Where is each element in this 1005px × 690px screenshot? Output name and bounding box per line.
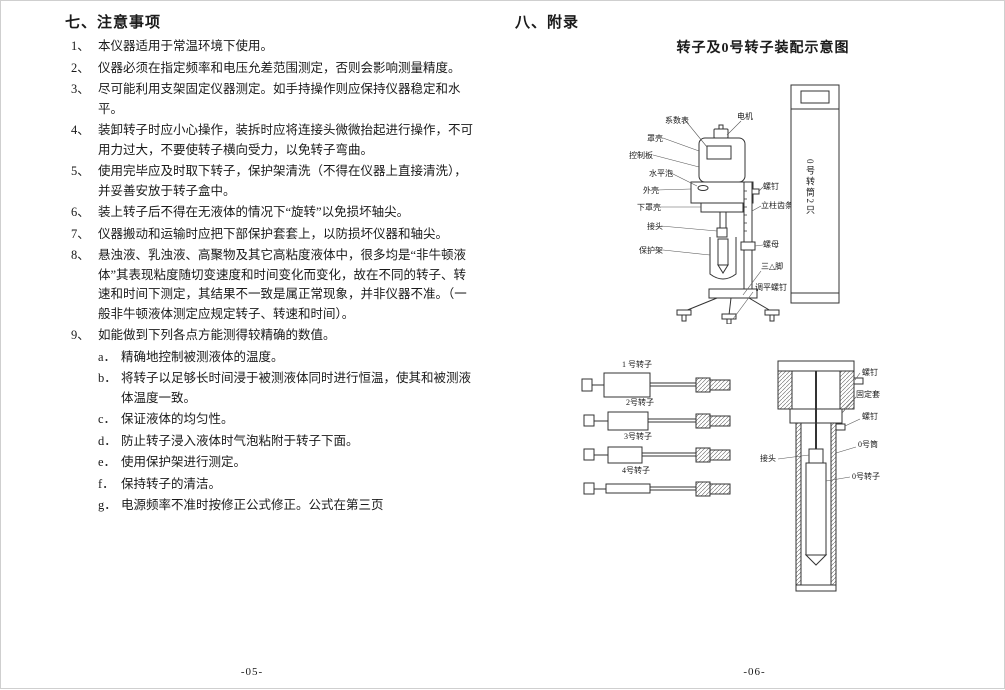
label-leveling-screw: 调平螺钉 bbox=[755, 282, 787, 292]
label-rotor1: 1 号转子 bbox=[622, 359, 652, 369]
item-text: 尽可能利用支架固定仪器测定。如手持操作则应保持仪器稳定和水平。 bbox=[98, 82, 461, 116]
label-rotor3: 3号转子 bbox=[624, 431, 652, 441]
item-text: 悬浊液、乳浊液、高聚物及其它高粘度液体中，很多均是“非牛顿液体”其表现粘度随切变… bbox=[98, 248, 467, 321]
sub-item-text: 将转子以足够长时间浸于被测液体同时进行恒温，使其和被测液体温度一致。 bbox=[121, 371, 472, 405]
item-number: 1、 bbox=[71, 39, 90, 53]
list-item: 7、仪器搬动和运输时应把下部保护套套上，以防损坏仪器和轴尖。 bbox=[71, 225, 477, 245]
sub-item: g． 电源频率不准时按修正公式修正。公式在第三页 bbox=[98, 496, 477, 516]
item-number: 8、 bbox=[71, 248, 90, 262]
page-number-06: -06- bbox=[743, 666, 766, 678]
page-06: 八、附录 转子及0号转子装配示意图 bbox=[503, 1, 1005, 690]
sub-item-letter: g． bbox=[98, 498, 117, 512]
page-number-05: -05- bbox=[240, 666, 264, 678]
leader-lines bbox=[652, 119, 764, 320]
rotor-1 bbox=[581, 372, 731, 398]
sub-item-text: 保持转子的清洁。 bbox=[121, 476, 222, 491]
label-screw-mid: 螺钉 bbox=[862, 411, 878, 421]
sub-item-letter: e． bbox=[98, 455, 117, 469]
item-number: 3、 bbox=[71, 82, 90, 96]
page-05: 七、注意事项 1、本仪器适用于常温环境下使用。 2、仪器必须在指定频率和电压允差… bbox=[1, 1, 503, 690]
list-item: 8、悬浊液、乳浊液、高聚物及其它高粘度液体中，很多均是“非牛顿液体”其表现粘度随… bbox=[71, 246, 477, 324]
rotor-2 bbox=[583, 411, 731, 431]
label-column-rack: 立柱齿条 bbox=[761, 200, 793, 210]
label-motor: 电机 bbox=[737, 111, 753, 121]
diagram-title: 转子及0号转子装配示意图 bbox=[676, 41, 850, 56]
precautions-list: 1、本仪器适用于常温环境下使用。 2、仪器必须在指定频率和电压允差范围测定，否则… bbox=[71, 37, 477, 518]
viscometer-assembly-diagram: 系数表 电机 罩壳 控制板 水平泡 外壳 下罩壳 接头 保护架 螺钉 立柱齿条 … bbox=[629, 84, 840, 324]
sub-item-letter: a． bbox=[98, 349, 117, 364]
item-number: 6、 bbox=[71, 205, 90, 219]
label-outer-shell: 外壳 bbox=[643, 185, 659, 195]
label-dial: 系数表 bbox=[665, 115, 689, 125]
sub-item: b． 将转子以足够长时间浸于被测液体同时进行恒温，使其和被测液体温度一致。 bbox=[98, 369, 477, 408]
label-tube0: 0号筒 bbox=[858, 439, 878, 449]
label-connector: 接头 bbox=[647, 221, 663, 231]
sub-item-letter: b． bbox=[98, 371, 117, 385]
sub-item-text: 电源频率不准时按修正公式修正。公式在第三页 bbox=[121, 498, 384, 512]
item-number: 4、 bbox=[71, 123, 90, 137]
list-item: 3、尽可能利用支架固定仪器测定。如手持操作则应保持仪器稳定和水平。 bbox=[71, 80, 477, 119]
item-text: 使用完毕应及时取下转子，保护架清洗（不得在仪器上直接清洗），并妥善安放于转子盒中… bbox=[98, 164, 467, 198]
section-8-title: 八、附录 bbox=[515, 15, 580, 31]
label-rotor0: 0号转子 bbox=[852, 471, 880, 481]
list-item: 2、仪器必须在指定频率和电压允差范围测定，否则会影响测量精度。 bbox=[71, 59, 477, 79]
label-lower-cover: 下罩壳 bbox=[637, 202, 661, 212]
item-number: 2、 bbox=[71, 60, 90, 75]
label-guard: 保护架 bbox=[639, 245, 663, 255]
instrument-body bbox=[676, 124, 780, 324]
item-number: 9、 bbox=[71, 328, 90, 342]
sub-item-text: 精确地控制被测液体的温度。 bbox=[121, 349, 284, 364]
rotor0-assembly bbox=[777, 360, 864, 592]
item-text: 本仪器适用于常温环境下使用。 bbox=[98, 39, 274, 53]
list-item: 1、本仪器适用于常温环境下使用。 bbox=[71, 37, 477, 57]
sub-item: e． 使用保护架进行测定。 bbox=[98, 453, 477, 473]
rotor-3 bbox=[583, 446, 731, 464]
item-text: 仪器搬动和运输时应把下部保护套套上，以防损坏仪器和轴尖。 bbox=[98, 226, 449, 241]
list-item: 9、如能做到下列各点方能测得较精确的数值。 bbox=[71, 326, 477, 346]
label-case-vertical: 0号转筒2只 bbox=[805, 159, 815, 216]
label-control-board: 控制板 bbox=[629, 150, 653, 160]
rotor-case bbox=[790, 84, 840, 304]
label-level-bubble: 水平泡 bbox=[649, 168, 673, 178]
sub-item-text: 防止转子浸入液体时气泡粘附于转子下面。 bbox=[121, 433, 359, 448]
sub-item-text: 保证液体的均匀性。 bbox=[121, 412, 234, 426]
item-text: 如能做到下列各点方能测得较精确的数值。 bbox=[98, 328, 336, 342]
list-item: 6、装上转子后不得在无液体的情况下“旋转”以免损坏轴尖。 bbox=[71, 203, 477, 223]
label-nut: 螺母 bbox=[763, 239, 779, 249]
label-rotor4: 4号转子 bbox=[622, 465, 650, 475]
label-screw: 螺钉 bbox=[763, 181, 779, 191]
rotor-4 bbox=[583, 481, 731, 497]
sub-item: d． 防止转子浸入液体时气泡粘附于转子下面。 bbox=[98, 432, 477, 452]
label-fixing-sleeve: 固定套 bbox=[856, 389, 880, 399]
sub-item-text: 使用保护架进行测定。 bbox=[121, 455, 247, 469]
sub-list: a． 精确地控制被测液体的温度。 b． 将转子以足够长时间浸于被测液体同时进行恒温，… bbox=[98, 348, 477, 516]
item-text: 装卸转子时应小心操作，装拆时应将连接头微微抬起进行操作，不可用力过大，不要使转子… bbox=[98, 123, 474, 157]
label-screw-top: 螺钉 bbox=[862, 367, 878, 377]
list-item: 5、使用完毕应及时取下转子，保护架清洗（不得在仪器上直接清洗），并妥善安放于转子… bbox=[71, 162, 477, 201]
item-number: 7、 bbox=[71, 226, 90, 241]
label-joint: 接头 bbox=[760, 453, 776, 463]
item-text: 装上转子后不得在无液体的情况下“旋转”以免损坏轴尖。 bbox=[98, 205, 410, 219]
sub-item-letter: d． bbox=[98, 433, 117, 448]
item-text: 仪器必须在指定频率和电压允差范围测定，否则会影响测量精度。 bbox=[98, 60, 461, 75]
sub-item: a． 精确地控制被测液体的温度。 bbox=[98, 348, 477, 368]
section-7-title: 七、注意事项 bbox=[65, 15, 162, 31]
list-item: 4、装卸转子时应小心操作，装拆时应将连接头微微抬起进行操作，不可用力过大，不要使… bbox=[71, 121, 477, 160]
sub-item-letter: c． bbox=[98, 412, 117, 426]
label-rotor2: 2号转子 bbox=[626, 397, 654, 407]
label-tripod: 三△脚 bbox=[761, 261, 783, 271]
sub-item: f． 保持转子的清洁。 bbox=[98, 475, 477, 495]
label-cover: 罩壳 bbox=[647, 133, 663, 143]
item-number: 5、 bbox=[71, 164, 90, 178]
sub-item-letter: f． bbox=[98, 476, 115, 491]
leader-lines-assembly bbox=[777, 372, 861, 482]
sub-item: c． 保证液体的均匀性。 bbox=[98, 410, 477, 430]
rotors-diagram: 1 号转子 2号转子 3号转子 bbox=[581, 359, 880, 592]
